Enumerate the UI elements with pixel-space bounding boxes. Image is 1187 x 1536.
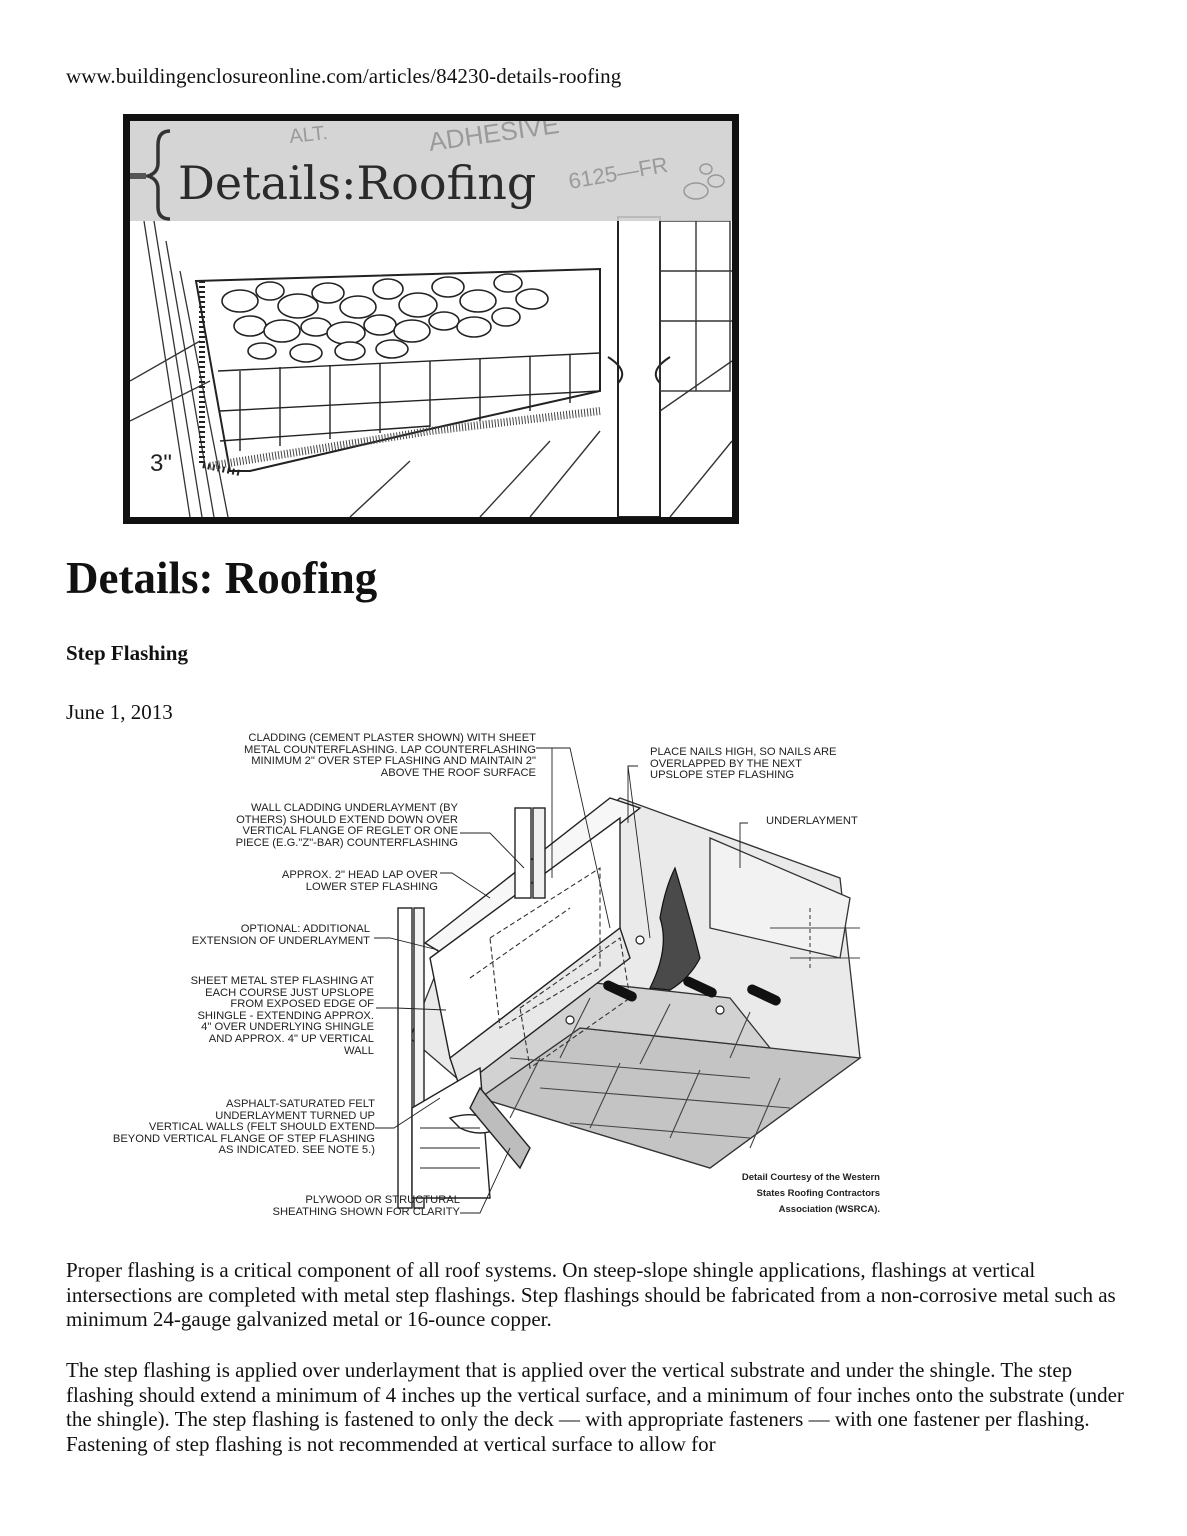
label-cladding: CLADDING (CEMENT PLASTER SHOWN) WITH SHE… — [244, 732, 536, 779]
label-underlayment: UNDERLAYMENT — [766, 815, 858, 827]
label-head-lap: APPROX. 2" HEAD LAP OVER LOWER STEP FLAS… — [281, 869, 438, 893]
label-step-flashing: SHEET METAL STEP FLASHING AT EACH COURSE… — [190, 975, 374, 1057]
page-url: www.buildingenclosureonline.com/articles… — [66, 64, 622, 88]
banner-dimension-text: 3" — [150, 450, 172, 477]
label-wall-underlayment: WALL CLADDING UNDERLAYMENT (By Others) S… — [235, 802, 458, 849]
figure-credit: Detail Courtesy of the Western States Ro… — [741, 1172, 880, 1215]
label-place-nails: PLACE NAILS HIGH, SO NAILS ARE OVERLAPPE… — [650, 746, 837, 782]
label-felt-underlayment: ASPHALT-SATURATED FELT UNDERLAYMENT TURN… — [112, 1098, 375, 1157]
label-plywood: PLYWOOD OR STRUCTURAL SHEATHING SHOWN FO… — [272, 1194, 460, 1218]
banner-bg-alt-text: ALT. — [288, 122, 329, 148]
body-paragraph-2: The step flashing is applied over underl… — [66, 1358, 1124, 1456]
label-optional-extension: OPTIONAL: ADDITIONAL EXTENSION OF UNDERL… — [191, 923, 370, 947]
article-subtitle: Step Flashing — [66, 641, 188, 665]
banner-title: Details:Roofing — [178, 156, 536, 210]
article-date: June 1, 2013 — [66, 700, 173, 724]
article-banner-image: 3" ADHESIVE 6125—FR ALT. Details:Roofing — [123, 114, 739, 524]
body-paragraph-1: Proper flashing is a critical component … — [66, 1258, 1116, 1331]
step-flashing-detail-figure: CLADDING (CEMENT PLASTER SHOWN) WITH SHE… — [113, 728, 890, 1228]
article-title: Details: Roofing — [66, 553, 378, 603]
